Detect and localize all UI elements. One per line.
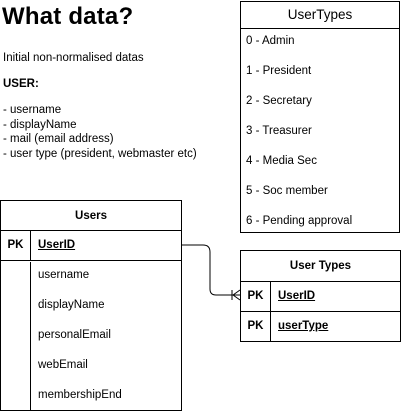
users-field[interactable]: membershipEnd (38, 389, 122, 401)
user-types-row[interactable]: PK UserID (241, 282, 400, 312)
users-entity-title: Users (1, 201, 181, 231)
users-field-userid: UserID (38, 239, 76, 251)
user-types-enum-box[interactable]: UserTypes 0 - Admin 1 - President 2 - Se… (240, 1, 400, 233)
user-type-item: 5 - Soc member (246, 185, 328, 197)
user-type-item: 0 - Admin (246, 35, 295, 47)
user-attribute-list: - username - displayName - mail (email a… (3, 103, 197, 161)
pk-column-spacer (1, 262, 31, 410)
user-type-item: 4 - Media Sec (246, 155, 317, 167)
user-attribute-item: - displayName (3, 118, 77, 131)
user-type-item: 2 - Secretary (246, 95, 312, 107)
user-types-field-usertype: userType (278, 320, 329, 332)
users-fields-section: username displayName personalEmail webEm… (1, 262, 181, 410)
diagram-title: What data? (2, 3, 134, 30)
user-types-row[interactable]: PK userType (241, 312, 400, 341)
pk-label: PK (241, 312, 271, 341)
crowfoot-marker (232, 294, 241, 301)
user-attribute-item: - mail (email address) (3, 133, 114, 146)
users-entity[interactable]: Users PK UserID username displayName per… (0, 200, 182, 411)
pk-label: PK (241, 282, 271, 311)
user-types-entity-title: User Types (241, 251, 400, 282)
notes-subtitle: Initial non-normalised datas (3, 52, 144, 64)
user-type-item: 3 - Treasurer (246, 125, 312, 137)
user-type-item: 6 - Pending approval (246, 215, 353, 227)
crowfoot-marker (232, 289, 241, 296)
users-pk-row[interactable]: PK UserID (1, 231, 181, 261)
user-types-enum-title: UserTypes (241, 2, 399, 29)
user-attribute-item: - username (3, 104, 62, 116)
pk-label: PK (1, 231, 31, 260)
user-type-item: 1 - President (246, 65, 312, 77)
relationship-line (182, 244, 240, 296)
user-section-label: USER: (3, 78, 39, 90)
user-types-field-userid: UserID (278, 290, 316, 302)
user-attribute-item: - user type (president, webmaster etc) (3, 147, 197, 160)
users-field[interactable]: personalEmail (38, 329, 111, 341)
users-field[interactable]: webEmail (38, 359, 88, 371)
users-field[interactable]: username (38, 269, 90, 281)
user-types-entity[interactable]: User Types PK UserID PK userType (240, 250, 401, 342)
users-field[interactable]: displayName (38, 299, 105, 311)
